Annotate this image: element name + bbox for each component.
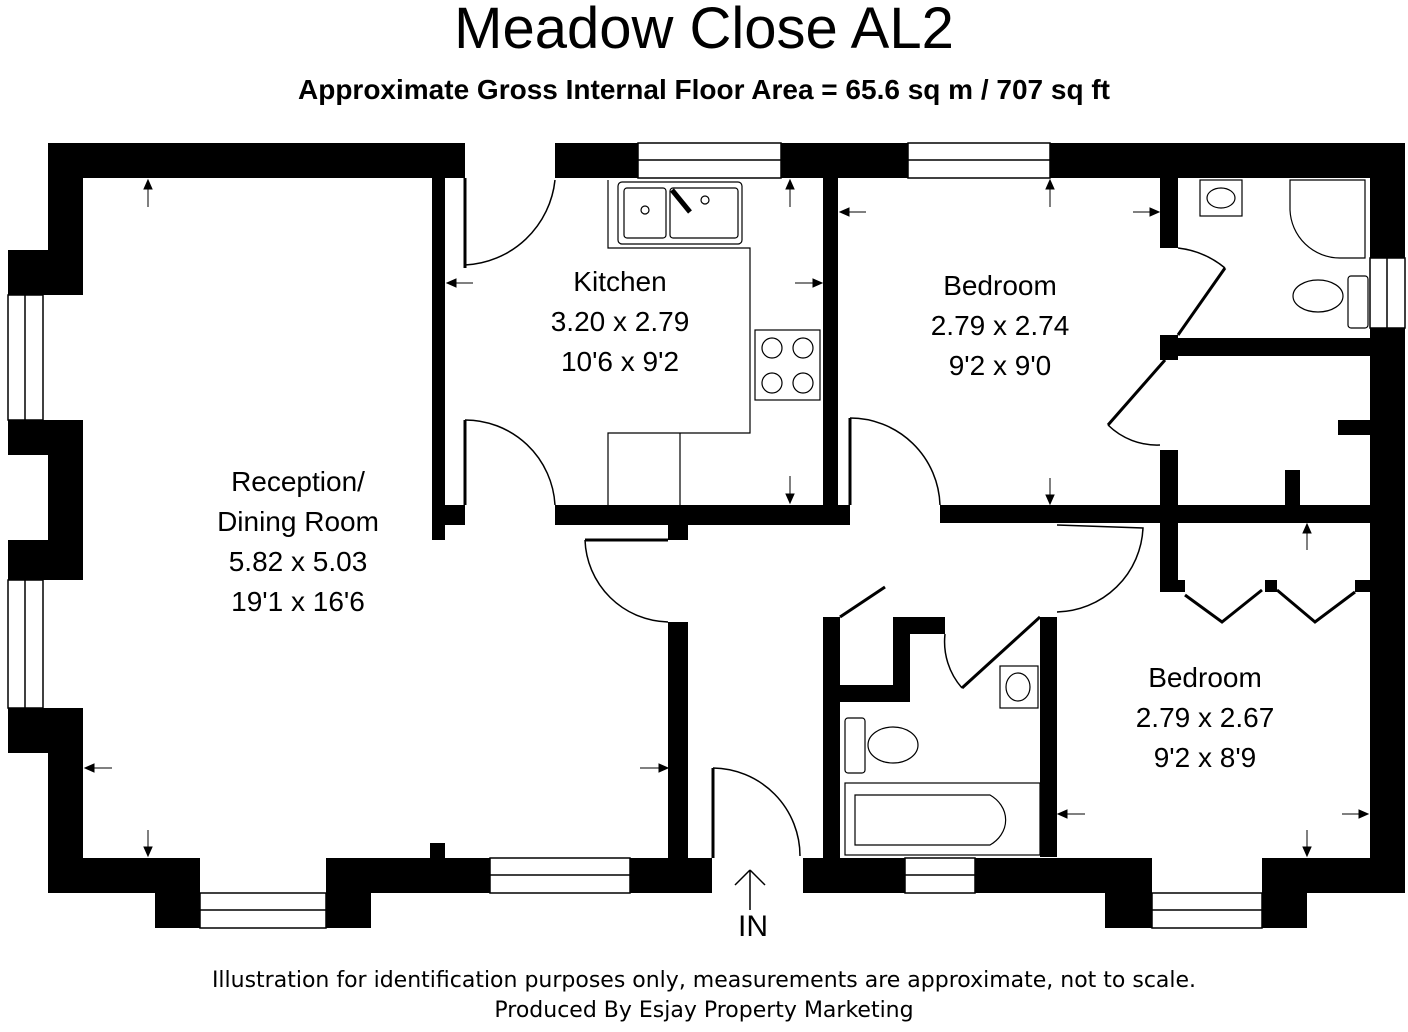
walls: [8, 143, 1405, 928]
room-imperial: 9'2 x 8'9: [1153, 742, 1257, 773]
entrance-label: IN: [738, 910, 768, 943]
plan-title: Meadow Close AL2: [454, 0, 954, 61]
room-name: Dining Room: [217, 506, 379, 537]
disclaimer: Illustration for identification purposes…: [211, 968, 1197, 993]
room-metric: 2.79 x 2.74: [930, 310, 1070, 341]
room-imperial: 10'6 x 9'2: [560, 346, 680, 377]
windows: [7, 142, 1406, 929]
room-name: Bedroom: [943, 270, 1057, 301]
room-metric: 2.79 x 2.67: [1135, 702, 1275, 733]
room-imperial: 19'1 x 16'6: [231, 586, 365, 617]
room-metric: 3.20 x 2.79: [550, 306, 690, 337]
doors: [463, 178, 1356, 858]
room-metric: 5.82 x 5.03: [228, 546, 368, 577]
room-imperial: 9'2 x 9'0: [948, 350, 1052, 381]
floor-area: Approximate Gross Internal Floor Area = …: [298, 74, 1110, 105]
room-reception: Reception/ Dining Room 5.82 x 5.03 19'1 …: [178, 462, 418, 622]
room-name: Kitchen: [573, 266, 667, 297]
room-bedroom-1: Bedroom 2.79 x 2.74 9'2 x 9'0: [900, 266, 1100, 386]
room-kitchen: Kitchen 3.20 x 2.79 10'6 x 9'2: [520, 262, 720, 382]
dimension-arrows: [83, 178, 1370, 858]
entrance-arrow: [734, 869, 766, 910]
room-bedroom-2: Bedroom 2.79 x 2.67 9'2 x 8'9: [1105, 658, 1305, 778]
producer-credit: Produced By Esjay Property Marketing: [494, 998, 914, 1023]
room-name: Reception/: [231, 466, 365, 497]
room-name: Bedroom: [1148, 662, 1262, 693]
fixtures: [607, 179, 1369, 856]
